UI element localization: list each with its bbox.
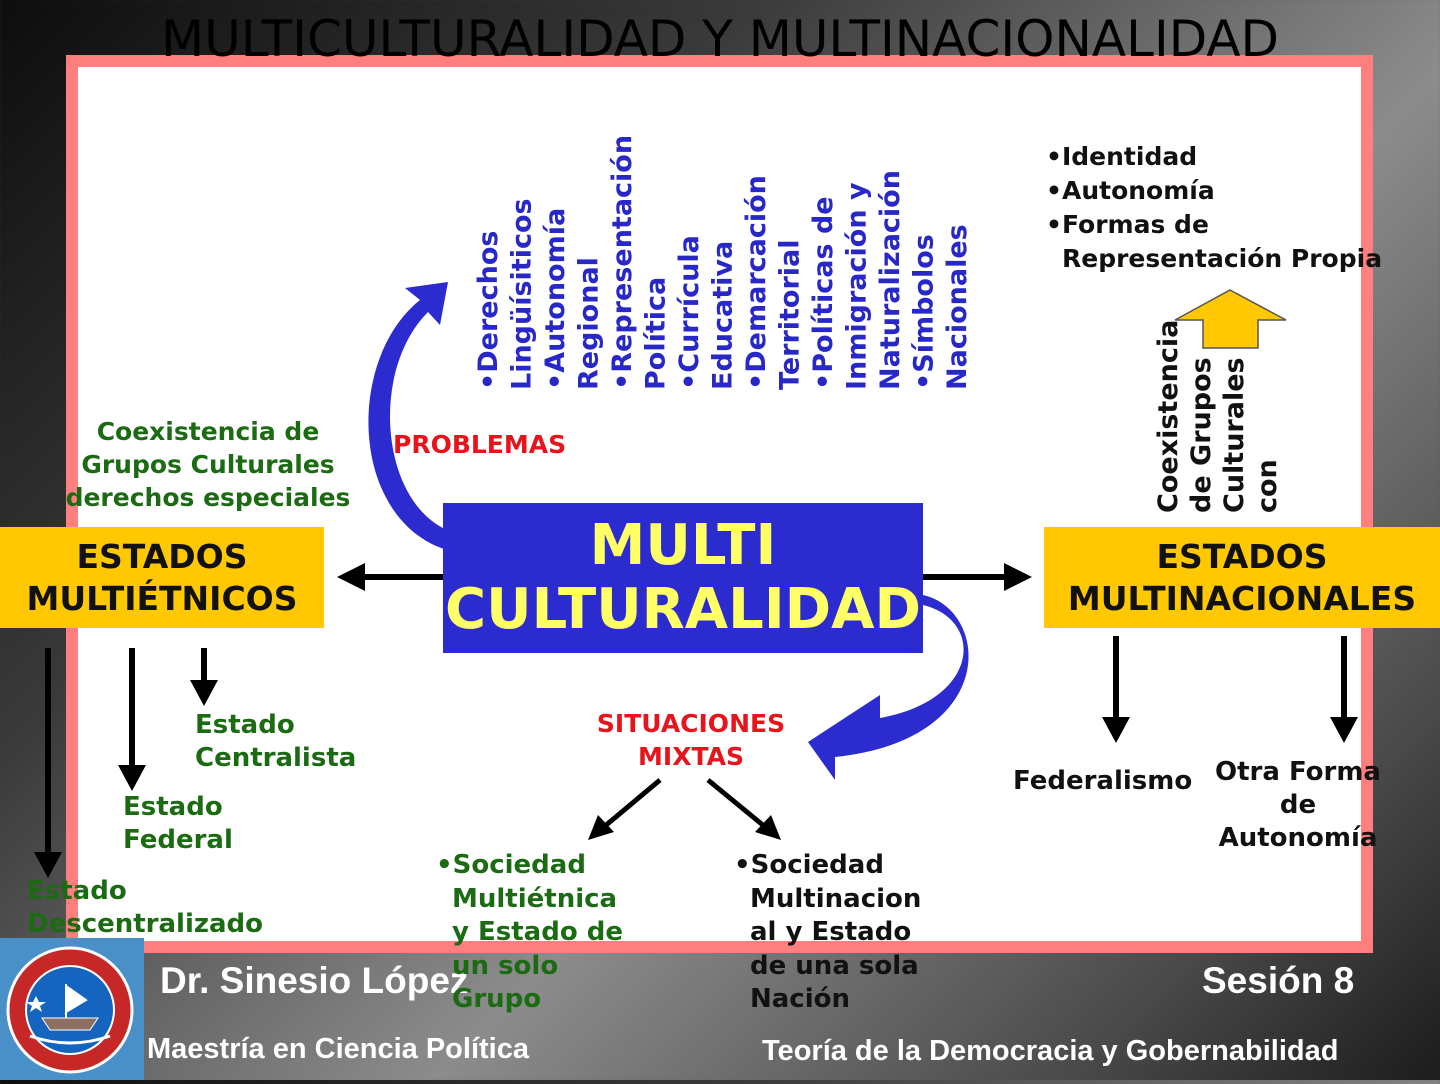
coex-line: Coexistencia (1153, 319, 1184, 513)
center-line1: MULTI (589, 513, 777, 578)
problem-item: Regional (573, 257, 605, 390)
right-top-item: •Autonomía (1046, 176, 1215, 205)
problem-item: Naturalización (875, 170, 906, 390)
state-line: Federal (123, 825, 233, 855)
slide-title: MULTICULTURALIDAD Y MULTINACIONALIDAD (160, 10, 1280, 68)
estado-descentralizado: Estado Descentralizado (27, 875, 263, 941)
problem-item: •Derechos (473, 230, 504, 390)
mixed-line: MIXTAS (638, 742, 744, 771)
federalismo-label: Federalismo (1013, 766, 1193, 796)
state-line: Estado (195, 710, 295, 740)
mixed-right-line: Nación (750, 984, 851, 1014)
center-line2: CULTURALIDAD (445, 577, 921, 642)
university-seal-icon (6, 946, 134, 1074)
footer-program: Maestría en Ciencia Política (147, 1033, 529, 1065)
state-line: Descentralizado (27, 909, 264, 939)
footer-session: Sesión 8 (1202, 960, 1355, 1001)
otra-forma-autonomia: Otra Forma de Autonomía (1212, 756, 1384, 855)
state-line: Centralista (195, 743, 357, 773)
problem-item: •Representación (607, 134, 638, 390)
otra-line: Autonomía (1218, 823, 1378, 853)
problem-item: Educativa (707, 240, 739, 390)
estados-multinacionales-box: ESTADOS MULTINACIONALES (1044, 527, 1440, 628)
mixed-left-line: Grupo (452, 984, 542, 1014)
problem-item: Nacionales (942, 224, 973, 390)
caption-line: derechos especiales (65, 483, 351, 512)
problem-item: Política (640, 276, 672, 390)
coex-line: Culturales (1219, 357, 1250, 513)
left-box-line1: ESTADOS (76, 536, 248, 576)
mixed-left-line: Multiétnica (452, 883, 618, 914)
caption-line: Grupos Culturales (81, 450, 335, 479)
mixed-line: SITUACIONES (596, 709, 786, 738)
mixed-left-line: y Estado de (452, 917, 623, 947)
coex-line: de Grupos (1186, 357, 1217, 513)
mixed-left-line: un solo (452, 950, 559, 981)
right-top-item: •Identidad (1046, 142, 1198, 171)
footer-course: Teoría de la Democracia y Gobernabilidad (762, 1035, 1339, 1067)
multiculturalidad-box: MULTI CULTURALIDAD (443, 503, 923, 653)
problem-item: Inmigración y (841, 182, 873, 390)
problems-list: •Derechos Lingüísiticos •Autonomía Regio… (472, 134, 975, 390)
estado-federal: Estado Federal (123, 791, 233, 857)
mixed-situations-label: SITUACIONES MIXTAS (588, 707, 794, 773)
problems-label: PROBLEMAS (393, 430, 567, 459)
mixed-left-item: •Sociedad Multiétnica y Estado de un sol… (436, 849, 623, 1017)
mixed-right-item: •Sociedad Multinacion al y Estado de una… (734, 849, 921, 1017)
mixed-left-line: •Sociedad (436, 850, 586, 880)
problem-item: •Autonomía (540, 207, 571, 390)
state-line: Estado (123, 792, 223, 822)
right-top-list: •Identidad •Autonomía •Formas de Represe… (1046, 140, 1382, 276)
mixed-right-line: Multinacion (750, 883, 922, 914)
state-line: Estado (27, 876, 127, 906)
mixed-right-line: de una sola (750, 950, 919, 981)
estado-centralista: Estado Centralista (195, 709, 356, 775)
left-coexistence-caption: Coexistencia de Grupos Culturales derech… (60, 415, 356, 514)
problem-item: •Políticas de (808, 196, 839, 390)
problem-item: •Símbolos (908, 234, 940, 390)
footer-author: Dr. Sinesio López (160, 960, 469, 1001)
mixed-right-line: •Sociedad (734, 850, 884, 880)
mixed-right-line: al y Estado (750, 917, 912, 947)
otra-line: Otra Forma (1215, 757, 1381, 787)
estados-multietnicos-box: ESTADOS MULTIÉTNICOS (0, 527, 324, 628)
right-box-line1: ESTADOS (1156, 536, 1328, 576)
right-top-item: •Formas de (1046, 210, 1209, 239)
problem-item: •Demarcación (741, 175, 772, 390)
right-top-item: Representación Propia (1062, 244, 1383, 273)
university-logo (0, 938, 144, 1080)
right-box-line2: MULTINACIONALES (1067, 578, 1417, 618)
left-box-line2: MULTIÉTNICOS (26, 578, 298, 618)
otra-line: de (1279, 790, 1317, 820)
coex-line: con (1252, 459, 1283, 513)
problem-item: Lingüísiticos (506, 198, 538, 390)
caption-line: Coexistencia de (96, 417, 320, 446)
right-coexistence-caption: Coexistencia de Grupos Culturales con (1152, 319, 1284, 513)
problem-item: •Currícula (674, 235, 705, 390)
problem-item: Territorial (774, 239, 806, 390)
